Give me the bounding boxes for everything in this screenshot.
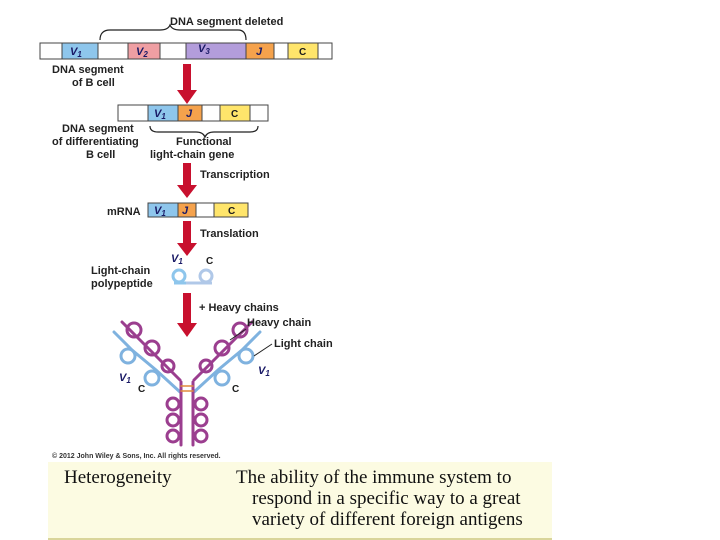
definition-text: The ability of the immune system to resp… <box>236 467 548 530</box>
light-chain-polypeptide-shape <box>171 268 214 285</box>
segment-j-label: J <box>186 108 193 120</box>
dna-deleted-label: DNA segment deleted <box>170 16 283 28</box>
segment-v1-label: V1 <box>154 108 166 121</box>
arrow-assembly <box>177 293 197 337</box>
segment-v3 <box>185 42 247 60</box>
segment-j-label: J <box>182 205 189 217</box>
light-chain-pointer <box>253 343 273 357</box>
antibody-right-c-label: C <box>232 384 239 395</box>
functional-label-line1: Functional <box>176 136 232 148</box>
antibody-right-v1-label: V1 <box>258 365 270 378</box>
functional-brace <box>149 125 259 139</box>
definition-term: Heterogeneity <box>64 467 172 488</box>
heavy-chain-pointer <box>229 328 247 341</box>
segment-c-label: C <box>299 47 306 58</box>
dna-diff-label-line3: B cell <box>86 149 115 161</box>
segment-j-label: J <box>256 46 263 58</box>
germline-dna-strip: V1 V2 V3 J C <box>39 42 333 60</box>
segment-c-label: C <box>231 109 238 120</box>
translation-label: Translation <box>200 228 259 240</box>
segment-v3-label: V3 <box>198 43 210 56</box>
dna-b-cell-label-line1: DNA segment <box>52 64 124 76</box>
mrna-strip: V1 J C <box>147 202 249 218</box>
antibody-left-c-label: C <box>138 384 145 395</box>
mrna-label: mRNA <box>107 206 141 218</box>
deleted-brace <box>99 23 247 41</box>
arrow-transcription <box>177 163 197 198</box>
heavy-chain-label: Heavy chain <box>247 317 311 329</box>
definition-line-2: respond in a specific way to a great <box>252 488 521 509</box>
segment-c <box>219 104 251 122</box>
segment-v1-label: V1 <box>154 205 166 218</box>
functional-label-line2: light-chain gene <box>150 149 234 161</box>
segment-j <box>245 42 275 60</box>
light-chain-polypeptide-label-line1: Light-chain <box>91 265 151 277</box>
definition-line-3: variety of different foreign antigens <box>252 509 523 530</box>
segment-j <box>177 202 197 218</box>
dna-b-cell-label-line2: of B cell <box>72 77 115 89</box>
polypeptide-v1-label: V1 <box>171 253 183 266</box>
segment-v2 <box>127 42 161 60</box>
rearranged-dna-strip: V1 J C <box>117 104 269 122</box>
arrow-rearrangement <box>177 64 197 104</box>
polypeptide-c-label: C <box>206 256 213 267</box>
segment-c-label: C <box>228 206 235 217</box>
segment-v2-label: V2 <box>136 46 148 59</box>
segment-j <box>177 104 203 122</box>
light-chain-label: Light chain <box>274 338 333 350</box>
antibody-molecule <box>112 320 262 447</box>
light-chain-polypeptide-label-line2: polypeptide <box>91 278 153 290</box>
definition-line-1: The ability of the immune system to <box>236 467 512 488</box>
arrow-translation <box>177 221 197 256</box>
antibody-left-v1-label: V1 <box>119 372 131 385</box>
definition-box: Heterogeneity The ability of the immune … <box>48 462 552 540</box>
segment-c <box>287 42 319 60</box>
dna-diff-label-line1: DNA segment <box>62 123 134 135</box>
segment-v1 <box>61 42 99 60</box>
segment-c <box>213 202 249 218</box>
copyright-notice: © 2012 John Wiley & Sons, Inc. All right… <box>52 452 221 460</box>
segment-v1-label: V1 <box>70 46 82 59</box>
transcription-label: Transcription <box>200 169 270 181</box>
dna-diff-label-line2: of differentiating <box>52 136 139 148</box>
plus-heavy-chains-label: + Heavy chains <box>199 302 279 314</box>
